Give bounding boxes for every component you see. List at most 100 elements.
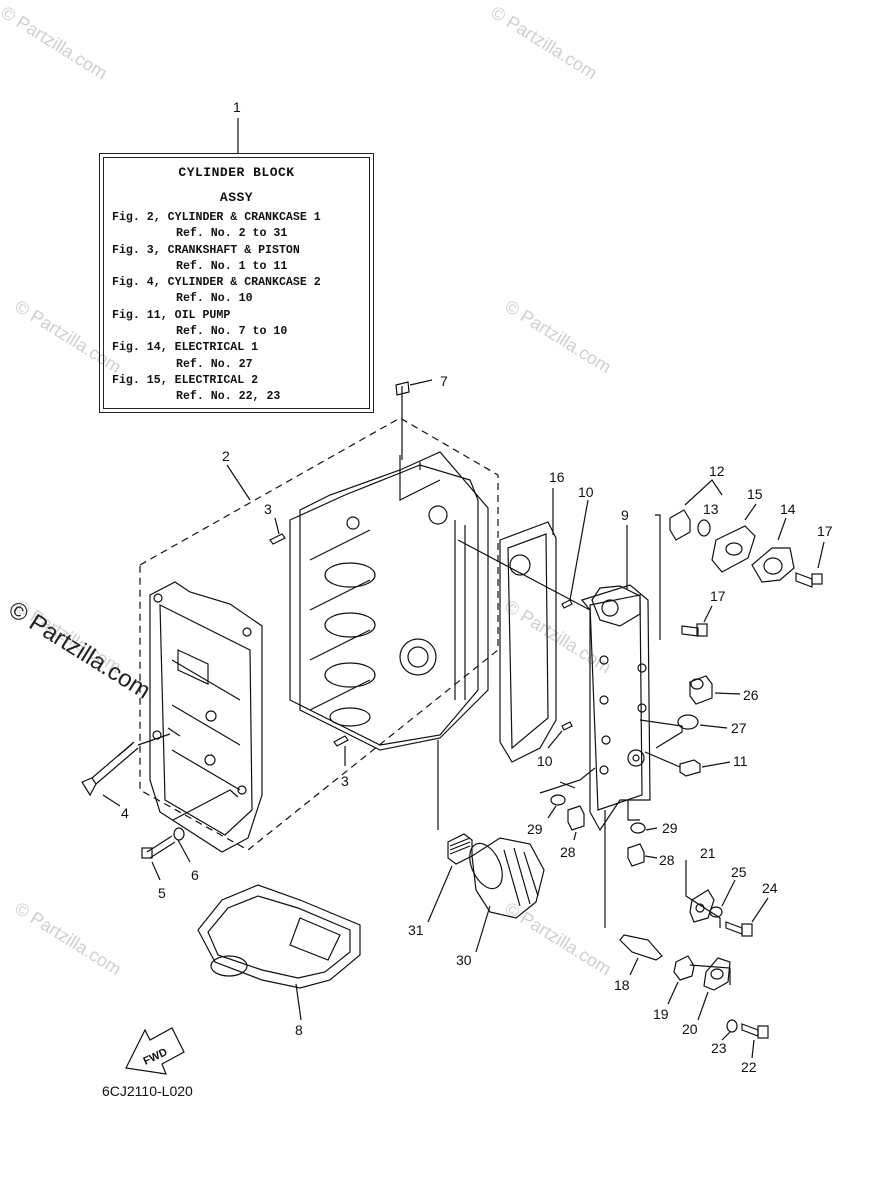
ref-no-line: Ref. No. 7 to 10 bbox=[176, 325, 288, 339]
fig-ref-line: Fig. 3, CRANKSHAFT & PISTON bbox=[112, 243, 300, 257]
leader-line bbox=[751, 897, 769, 923]
leader-line bbox=[699, 724, 728, 729]
callout-3: 3 bbox=[341, 773, 349, 789]
leader-line bbox=[172, 789, 239, 821]
crankcase-half-part bbox=[149, 581, 263, 853]
drain-plug-part bbox=[567, 805, 585, 831]
callout-22: 22 bbox=[741, 1059, 757, 1075]
leader-line bbox=[226, 464, 251, 501]
leader-line bbox=[644, 855, 658, 859]
oil-pan-gasket-part bbox=[197, 884, 361, 989]
callout-12: 12 bbox=[709, 463, 725, 479]
leader-line bbox=[701, 761, 731, 768]
fig-ref-line: Fig. 11, OIL PUMP bbox=[112, 308, 231, 322]
callout-17: 17 bbox=[817, 523, 833, 539]
leader-line bbox=[751, 1039, 755, 1059]
diagram-code: 6CJ2110-L020 bbox=[102, 1083, 193, 1099]
ref-no-line: Ref. No. 10 bbox=[176, 292, 253, 306]
callout-4: 4 bbox=[121, 805, 129, 821]
leader-line bbox=[547, 730, 563, 749]
leader-line bbox=[644, 751, 681, 768]
callout-17: 17 bbox=[710, 588, 726, 604]
ref-no-line: Ref. No. 27 bbox=[176, 357, 253, 371]
fig-ref-line: Fig. 4, CYLINDER & CRANKCASE 2 bbox=[112, 276, 321, 290]
bolt-part bbox=[681, 623, 708, 637]
leader-line bbox=[721, 1031, 731, 1041]
fwd-arrow-icon bbox=[125, 1027, 185, 1075]
fig-ref-line: Fig. 2, CYLINDER & CRANKCASE 1 bbox=[112, 211, 321, 224]
assembly-dashed-outline bbox=[139, 417, 499, 851]
plug-part bbox=[395, 381, 410, 396]
bolt-part bbox=[81, 741, 139, 797]
callout-19: 19 bbox=[653, 1006, 669, 1022]
leader-line bbox=[817, 541, 825, 569]
assembly-title: CYLINDER BLOCK bbox=[178, 165, 295, 180]
callout-9: 9 bbox=[621, 507, 629, 523]
leader-line bbox=[655, 514, 661, 640]
leader-line bbox=[645, 827, 658, 831]
callout-16: 16 bbox=[549, 469, 565, 485]
leader-line bbox=[689, 964, 731, 985]
callout-2: 2 bbox=[222, 448, 230, 464]
dowel-pin-part bbox=[269, 533, 349, 747]
leader-line bbox=[547, 805, 557, 819]
leader-line bbox=[714, 692, 741, 695]
callout-29: 29 bbox=[527, 821, 543, 837]
fig-ref-line: Fig. 15, ELECTRICAL 2 bbox=[112, 373, 259, 387]
leader-line bbox=[573, 831, 577, 841]
leader-line bbox=[684, 479, 723, 506]
figure-reference-list: Fig. 2, CYLINDER & CRANKCASE 1 Ref. No. … bbox=[112, 210, 321, 406]
leader-line bbox=[151, 861, 161, 881]
callout-15: 15 bbox=[747, 486, 763, 502]
pin-part bbox=[561, 599, 573, 609]
cover-plate-part bbox=[580, 584, 651, 832]
assembly-subtitle: ASSY bbox=[219, 190, 254, 205]
cover-plate-part bbox=[619, 934, 663, 961]
callout-13: 13 bbox=[703, 501, 719, 517]
callout-5: 5 bbox=[158, 885, 166, 901]
callout-24: 24 bbox=[762, 880, 778, 896]
leader-line bbox=[457, 539, 591, 611]
callout-7: 7 bbox=[440, 373, 448, 389]
sensor-part bbox=[689, 675, 713, 705]
leader-line bbox=[777, 517, 787, 541]
bracket-part bbox=[703, 957, 731, 991]
leader-line bbox=[274, 517, 280, 535]
assembly-info-box: CYLINDER BLOCK ASSY Fig. 2, CYLINDER & C… bbox=[99, 153, 374, 413]
callout-23: 23 bbox=[711, 1040, 727, 1056]
leader-line bbox=[539, 767, 596, 794]
callout-26: 26 bbox=[743, 687, 759, 703]
drain-plug-part bbox=[627, 843, 645, 867]
washer-part bbox=[709, 906, 723, 918]
oil-filter-part bbox=[469, 837, 545, 919]
callout-14: 14 bbox=[780, 501, 796, 517]
leader-line bbox=[697, 991, 709, 1021]
pin-part bbox=[561, 721, 573, 731]
leader-line bbox=[475, 905, 491, 953]
ref-no-line: Ref. No. 1 to 11 bbox=[176, 259, 288, 273]
callout-8: 8 bbox=[295, 1022, 303, 1038]
leader-line bbox=[569, 499, 589, 601]
leader-line bbox=[627, 800, 640, 821]
washer-part bbox=[726, 1019, 738, 1033]
leader-line bbox=[177, 839, 191, 863]
leader-line bbox=[703, 605, 713, 623]
callout-10: 10 bbox=[578, 484, 594, 500]
bolt-part bbox=[795, 572, 823, 588]
callout-25: 25 bbox=[731, 864, 747, 880]
leader-line bbox=[137, 727, 181, 746]
oil-fitting-part bbox=[447, 833, 473, 865]
fitting-part bbox=[669, 509, 711, 541]
callout-21: 21 bbox=[700, 845, 716, 861]
callout-27: 27 bbox=[731, 720, 747, 736]
cylinder-block-part bbox=[289, 386, 489, 751]
callout-18: 18 bbox=[614, 977, 630, 993]
callout-29: 29 bbox=[662, 820, 678, 836]
washer-part bbox=[173, 827, 185, 841]
callout-11: 11 bbox=[733, 753, 748, 769]
bushing-part bbox=[673, 955, 695, 981]
callout-3: 3 bbox=[264, 501, 272, 517]
fig-ref-line: Fig. 14, ELECTRICAL 1 bbox=[112, 341, 259, 355]
callout-31: 31 bbox=[408, 922, 424, 938]
